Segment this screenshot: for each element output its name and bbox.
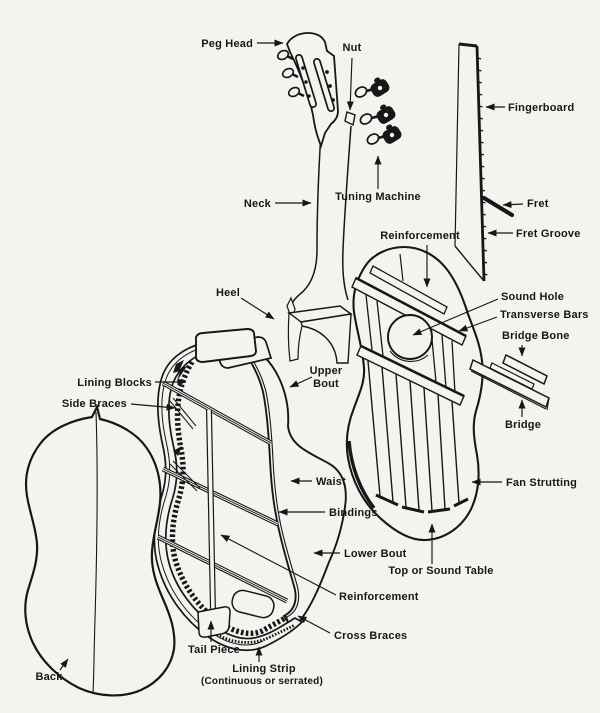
bottom-lining-strip: [213, 623, 296, 644]
label-lining-blocks: Lining Blocks: [77, 377, 152, 389]
labels-layer: Peg Head Nut Fingerboard Fret Fret Groov…: [35, 38, 588, 687]
label-lining-strip-line1: Lining Strip: [232, 663, 296, 675]
transverse-bars-leader: [458, 316, 498, 332]
label-reinforcement-top: Reinforcement: [380, 230, 460, 242]
back-center-reinforcement-strip: [206, 409, 216, 613]
label-reinforcement-bottom: Reinforcement: [339, 591, 419, 603]
label-tuning-machine: Tuning Machine: [335, 191, 421, 203]
fingerboard-face: [455, 44, 484, 281]
reinforcement-bottom-leader: [220, 534, 337, 596]
top-short-strut: [399, 253, 404, 282]
back-leader: [59, 658, 69, 671]
label-lining-strip-line2: (Continuous or serrated): [201, 676, 323, 687]
end-bar: [231, 589, 275, 619]
label-cross-braces: Cross Braces: [334, 630, 407, 642]
fret-bar: [481, 195, 515, 218]
bridge-saddle-strip: [489, 362, 535, 390]
neck-shaft: [289, 126, 351, 313]
label-transverse-bars: Transverse Bars: [500, 309, 589, 321]
label-upper-bout-line2: Bout: [313, 378, 339, 390]
upper-bout-leader: [289, 376, 313, 388]
fret-groove-ticks: [476, 57, 488, 276]
heel-block: [286, 296, 353, 364]
label-tail-piece: Tail Piece: [188, 644, 240, 656]
label-fan-strutting: Fan Strutting: [506, 477, 577, 489]
sound-hole-rim: [389, 350, 429, 362]
label-lower-bout: Lower Bout: [344, 548, 407, 560]
fret-leader: [502, 201, 524, 209]
lining-blocks-mark: [173, 360, 187, 381]
label-side-braces: Side Braces: [62, 398, 127, 410]
neck-assembly: [276, 32, 356, 364]
sound-table: [345, 245, 484, 542]
back-plate: [24, 403, 176, 697]
label-nut: Nut: [343, 42, 362, 54]
peghead-slots: [295, 54, 335, 112]
tail-piece-block: [197, 606, 231, 638]
transverse-bars-drawing: [351, 276, 467, 406]
upper-struts: [365, 294, 456, 394]
label-heel: Heel: [216, 287, 240, 299]
label-fret: Fret: [527, 198, 549, 210]
label-fret-groove: Fret Groove: [516, 228, 581, 240]
leader-arrows: [59, 39, 526, 671]
tuner-buttons: [276, 49, 305, 98]
nut-leader: [346, 57, 354, 111]
bridge-group: [469, 353, 550, 411]
rim-binding-edge-line: [249, 355, 300, 618]
label-peg-head: Peg Head: [201, 38, 253, 50]
sound-hole-leader: [412, 298, 499, 336]
label-bridge: Bridge: [505, 419, 541, 431]
label-bridge-bone: Bridge Bone: [502, 330, 570, 342]
label-back: Back: [35, 671, 63, 683]
fingerboard-drawing: [454, 42, 488, 282]
nut-piece: [344, 111, 356, 127]
cross-braces: [156, 380, 289, 604]
top-reinforcement-strip: [369, 265, 448, 315]
label-waist: Waist: [316, 476, 346, 488]
cross-braces-leader: [297, 615, 331, 634]
fan-struts: [367, 360, 469, 514]
label-sound-hole: Sound Hole: [501, 291, 564, 303]
label-top-or-sound-table: Top or Sound Table: [388, 565, 493, 577]
side-braces-leader: [130, 403, 176, 411]
back-center-seam: [92, 411, 98, 695]
label-bindings: Bindings: [329, 507, 378, 519]
label-upper-bout-line1: Upper: [310, 365, 343, 377]
neck-block-top-face: [195, 328, 257, 363]
label-fingerboard: Fingerboard: [508, 102, 574, 114]
label-neck: Neck: [244, 198, 272, 210]
sound-hole-circle: [387, 314, 433, 360]
sound-table-edge-accent: [347, 440, 376, 510]
bridge-bone-strip: [502, 353, 548, 386]
back-outline: [24, 403, 176, 697]
heel-leader: [240, 297, 275, 320]
tuning-machine-cluster: [354, 77, 402, 145]
